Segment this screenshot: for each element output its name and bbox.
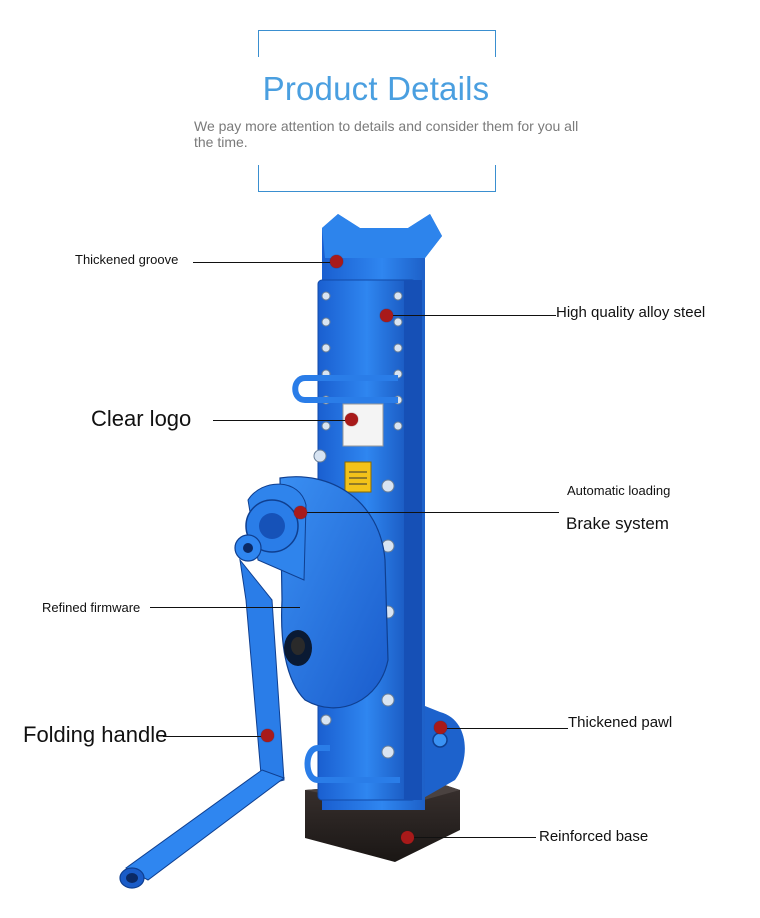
callout-thickened-pawl: Thickened pawl bbox=[568, 714, 673, 731]
leader-clear-logo bbox=[213, 420, 351, 421]
marker-alloy-steel bbox=[380, 309, 393, 322]
marker-brake-system bbox=[294, 506, 307, 519]
marker-folding-handle bbox=[261, 729, 274, 742]
marker-thickened-groove bbox=[330, 255, 343, 268]
header-frame-top bbox=[258, 30, 496, 57]
gear-housing bbox=[234, 476, 389, 709]
callout-automatic-loading: Automatic loading bbox=[567, 483, 671, 498]
callout-folding-handle: Folding handle bbox=[23, 722, 168, 747]
callout-clear-logo: Clear logo bbox=[91, 406, 192, 431]
header-frame-bottom bbox=[258, 165, 496, 192]
leader-thickened-groove bbox=[193, 262, 336, 263]
callout-reinforced-base: Reinforced base bbox=[539, 828, 649, 845]
page-subtitle: We pay more attention to details and con… bbox=[194, 118, 579, 150]
folding-handle bbox=[119, 558, 286, 889]
callout-alloy-steel: High quality alloy steel bbox=[556, 304, 706, 321]
callout-thickened-groove: Thickened groove bbox=[75, 252, 179, 267]
callout-refined-firmware: Refined firmware bbox=[42, 600, 141, 615]
page-title: Product Details bbox=[262, 70, 490, 107]
leader-brake-system bbox=[301, 512, 559, 513]
leader-thickened-pawl bbox=[440, 728, 568, 729]
marker-thickened-pawl bbox=[434, 721, 447, 734]
leader-alloy-steel bbox=[387, 315, 556, 316]
leader-refined-firmware bbox=[150, 607, 300, 608]
leader-reinforced-base bbox=[408, 837, 536, 838]
marker-clear-logo bbox=[345, 413, 358, 426]
leader-folding-handle bbox=[163, 736, 267, 737]
marker-reinforced-base bbox=[401, 831, 414, 844]
callout-brake-system: Brake system bbox=[566, 514, 669, 533]
